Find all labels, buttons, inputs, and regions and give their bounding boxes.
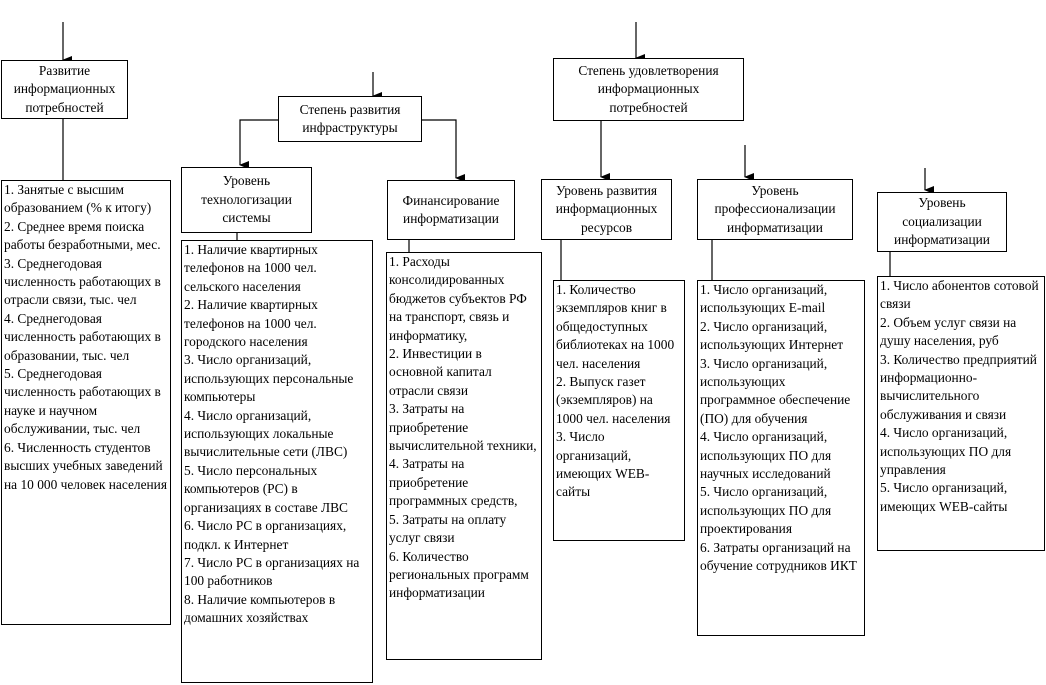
node-professionalization: Уровень профессионализации информатизаци… xyxy=(697,179,853,240)
list-item: 8. Наличие компьютеров в домашних хозяйс… xyxy=(184,591,336,626)
list-item: 2. Инвестиции в основной капитал отрасли… xyxy=(389,346,492,398)
list-item: 6. Число PC в организациях, подкл. к Инт… xyxy=(184,518,347,552)
list-item: 1. Расходы консолидированных бюджетов су… xyxy=(389,254,527,343)
node-development: Развитие информационных потребностей xyxy=(1,60,128,119)
node-professionalization-title: Уровень профессионализации информатизаци… xyxy=(714,182,836,235)
node-satisfaction-title: Степень удовлетворения информационных по… xyxy=(578,62,719,115)
arrow-infrastructure-to-financing xyxy=(422,119,465,182)
list-item: 5. Число организаций, имеющих WEB-сайты xyxy=(880,480,1008,514)
node-infrastructure-title: Степень развития инфраструктуры xyxy=(299,101,401,135)
list-item: 4. Затраты на приобретение программных с… xyxy=(389,456,518,509)
list-item: 1. Занятые с высшим образованием (% к ит… xyxy=(4,182,152,216)
list-item: 2. Число организаций, использующих Интер… xyxy=(700,318,844,353)
list-technologization: 1. Наличие квартирных телефонов на 1000 … xyxy=(181,240,373,683)
node-technologization: Уровень технологизации системы xyxy=(181,167,312,233)
list-item: 4. Число организаций, использующих ПО дл… xyxy=(880,425,1012,478)
list-item: 3. Число организаций, использующих прогр… xyxy=(700,355,851,426)
list-item: 3. Затраты на приобретение вычислительно… xyxy=(389,401,537,454)
list-item: 4. Число организаций, использующих локал… xyxy=(184,407,348,460)
node-financing: Финансирование информатизации xyxy=(387,180,515,240)
list-item: 2. Выпуск газет (экземпляров) на 1000 че… xyxy=(556,374,671,426)
list-item: 1. Наличие квартирных телефонов на 1000 … xyxy=(184,242,318,294)
node-infrastructure: Степень развития инфраструктуры xyxy=(278,96,422,142)
list-item: 1. Количество экземпляров книг в общедос… xyxy=(556,282,675,371)
node-info-resources-title: Уровень развития информационных ресурсов xyxy=(555,182,658,235)
list-item: 5. Число персональных компьютеров (PC) в… xyxy=(184,462,348,515)
list-item: 5. Число организаций, использующих ПО дл… xyxy=(700,484,832,537)
list-professionalization: 1. Число организаций, использующих E-mai… xyxy=(697,280,865,636)
list-item: 5. Затраты на оплату услуг связи xyxy=(389,511,507,546)
list-item: 7. Число PC в организациях на 100 работн… xyxy=(184,554,360,589)
list-item: 4. Число организаций, использующих ПО дл… xyxy=(700,429,832,482)
list-item: 3. Число организаций, использующих персо… xyxy=(184,352,354,405)
node-financing-title: Финансирование информатизации xyxy=(402,192,500,226)
node-satisfaction: Степень удовлетворения информационных по… xyxy=(553,58,744,121)
list-item: 1. Число организаций, использующих E-mai… xyxy=(700,282,828,316)
list-item: 4. Среднегодовая численность работающих … xyxy=(4,310,161,363)
list-item: 5. Среднегодовая численность работающих … xyxy=(4,366,161,437)
list-item: 2. Среднее время поиска работы безработн… xyxy=(4,218,161,253)
node-info-resources: Уровень развития информационных ресурсов xyxy=(541,179,672,240)
list-item: 6. Затраты организаций на обучение сотру… xyxy=(700,539,857,574)
list-item: 3. Число организаций, имеющих WEB-сайты xyxy=(556,429,650,500)
node-development-title: Развитие информационных потребностей xyxy=(13,62,116,115)
list-item: 3. Количество предприятий информационно-… xyxy=(880,351,1037,422)
list-item: 2. Объем услуг связи на душу населения, … xyxy=(880,314,1017,349)
list-item: 6. Численность студентов высших учебных … xyxy=(4,439,168,492)
arrow-infrastructure-to-technologization xyxy=(239,119,278,169)
node-technologization-title: Уровень технологизации системы xyxy=(201,173,292,226)
list-socialization: 1. Число абонентов сотовой связи 2. Объе… xyxy=(877,276,1045,551)
list-info-resources: 1. Количество экземпляров книг в общедос… xyxy=(553,280,685,541)
list-item: 2. Наличие квартирных телефонов на 1000 … xyxy=(184,297,318,350)
node-socialization: Уровень социализации информатизации xyxy=(877,192,1007,252)
list-item: 3. Среднегодовая численность работающих … xyxy=(4,255,161,308)
list-financing: 1. Расходы консолидированных бюджетов су… xyxy=(386,252,542,660)
list-item: 1. Число абонентов сотовой связи xyxy=(880,278,1039,312)
list-item: 6. Количество региональных программ инфо… xyxy=(389,548,529,601)
node-socialization-title: Уровень социализации информатизации xyxy=(894,195,990,248)
list-development: 1. Занятые с высшим образованием (% к ит… xyxy=(1,180,171,625)
